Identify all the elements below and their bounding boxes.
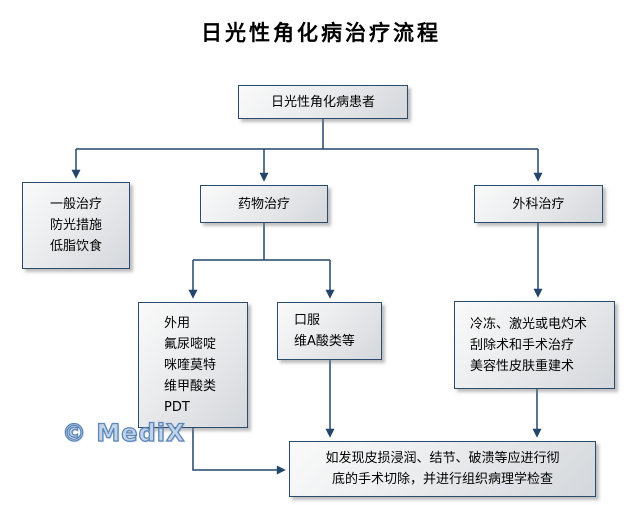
- node-line: 底的手术切除，并进行组织病理学检查: [331, 472, 553, 487]
- node-line: 维甲酸类: [164, 378, 217, 394]
- node-patient-label: 日光性角化病患者: [270, 94, 375, 110]
- node-line: 美容性皮肤重建术: [470, 358, 575, 374]
- node-drug-treatment: 药物治疗: [200, 185, 328, 223]
- node-surgical-procedures: 冷冻、激光或电灼术 刮除术和手术治疗 美容性皮肤重建术: [454, 301, 615, 389]
- node-line: 冷冻、激光或电灼术: [470, 316, 588, 332]
- node-surgical-treatment: 外科治疗: [474, 185, 603, 223]
- node-topical-drugs: 外用 氟尿嘧啶 咪喹莫特 维甲酸类 PDT: [138, 302, 248, 428]
- node-line: PDT: [164, 399, 190, 415]
- node-line: 氟尿嘧啶: [164, 336, 217, 352]
- node-line: 如发现皮损浸润、结节、破溃等应进行彻: [325, 451, 560, 466]
- node-patient: 日光性角化病患者: [238, 85, 408, 119]
- connector-topical-to-excision: [192, 428, 286, 475]
- page-title: 日光性角化病治疗流程: [201, 21, 441, 45]
- node-oral-drugs: 口服 维A酸类等: [277, 302, 382, 360]
- node-surgery-label: 外科治疗: [512, 196, 565, 212]
- node-drug-label: 药物治疗: [237, 196, 290, 212]
- medix-watermark: © MediX: [61, 418, 186, 447]
- node-line: 低脂饮食: [49, 239, 102, 254]
- node-general-treatment: 一般治疗 防光措施 低脂饮食: [22, 182, 130, 269]
- connector-drug-split: [193, 223, 330, 261]
- node-line: 外用: [164, 315, 191, 331]
- node-line: 咪喹莫特: [164, 357, 217, 373]
- node-excision-note: 如发现皮损浸润、结节、破溃等应进行彻 底的手术切除，并进行组织病理学检查: [289, 441, 596, 497]
- node-line: 一般治疗: [49, 197, 102, 212]
- node-line: 口服: [294, 313, 321, 328]
- connector-patient-split: [76, 119, 538, 150]
- node-line: 维A酸类等: [294, 334, 355, 349]
- node-line: 刮除术和手术治疗: [470, 337, 575, 353]
- node-line: 防光措施: [49, 218, 102, 233]
- connector-lines: [71, 119, 543, 475]
